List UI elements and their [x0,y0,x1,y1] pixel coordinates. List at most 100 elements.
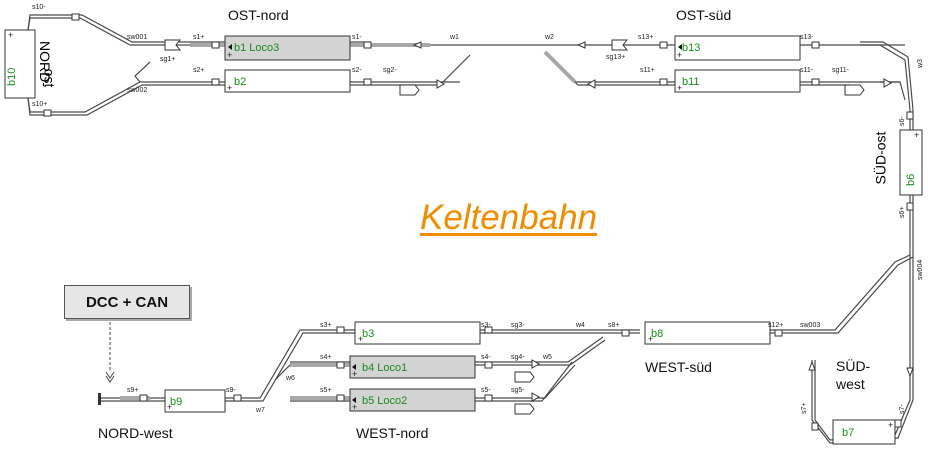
sensor-label: sg4- [511,354,525,361]
switch-label: w2 [544,34,554,41]
sensor-label: s3- [481,322,491,329]
area-label-nord-west: NORD-west [98,425,173,441]
sensor-label: s2+ [193,67,204,74]
sensor-label: s2- [352,67,362,74]
block-b5[interactable] [349,388,476,412]
block-b6[interactable] [899,129,923,196]
sensor-label: sg13+ [606,54,625,61]
area-label-nord-ost-2: ost [41,69,57,88]
plus-marker: + [352,402,357,412]
sensor-label: s7- [899,404,906,414]
block-label-b11: b11 [682,76,700,88]
sensor-label: s1- [352,34,362,41]
sensor-label: s9+ [127,387,138,394]
block-b10[interactable] [4,29,36,99]
layout-title: Keltenbahn [420,198,598,237]
dcc-can-box[interactable]: DCC + CAN [64,285,190,319]
plus-marker: + [648,334,653,344]
signal-icon [164,39,182,51]
track-sw002-branch [134,61,151,83]
signal-icon [808,360,816,371]
sensor-label: sg5- [511,387,525,394]
area-label-ost-nord: OST-nord [228,7,289,23]
plus-marker: + [888,420,893,430]
block-label-b10: b10 [6,68,18,86]
signal-icon [399,84,420,96]
area-label-sued-ost: SÜD-ost [872,132,888,185]
block-b7[interactable] [832,419,896,445]
block-label-b4: b4 Loco1 [362,362,407,374]
block-b9[interactable] [164,389,226,413]
direction-arrow-icon [352,364,356,370]
plus-marker: + [8,30,13,40]
signal-icon [576,41,586,49]
sensor-label: s10+ [32,101,47,108]
signal-icon [514,403,535,415]
sensor-label: s10- [32,4,46,11]
sensor-label: s7+ [801,403,808,414]
sensor-label: s4- [481,354,491,361]
block-b11[interactable] [674,69,801,93]
block-label-b5: b5 Loco2 [362,395,407,407]
area-label-west-sued: WEST-süd [645,359,712,375]
area-label-west-nord: WEST-nord [356,425,429,441]
track-top-outer-b [27,14,370,43]
block-b2[interactable] [224,69,351,93]
plus-marker: + [227,50,232,60]
direction-arrow-icon [678,44,682,50]
sensor-label: s11+ [640,67,655,74]
block-label-b3: b3 [362,328,374,340]
sensor-label: s9- [226,387,236,394]
sensor-label: sg11- [832,67,850,74]
plus-marker: + [352,369,357,379]
track-sw004-branch-b [770,256,914,334]
area-label-sued-west-2: west [836,376,865,392]
area-label-sued-west-1: SÜD- [836,358,871,374]
plus-marker: + [914,130,919,140]
block-label-b2: b2 [234,76,246,88]
block-label-b9: b9 [170,396,182,408]
occupied-w2 [543,50,577,84]
block-b1[interactable] [224,35,351,61]
switch-label: sw004 [917,260,924,280]
signal-icon [514,371,535,383]
switch-label: w3 [917,59,924,69]
direction-arrow-icon [352,397,356,403]
switch-label: w5 [542,354,552,361]
plus-marker: + [358,334,363,344]
block-b8[interactable] [644,321,771,345]
switch-label: w1 [449,34,459,41]
sensor-label: s12+ [768,322,783,329]
block-label-b8: b8 [651,328,663,340]
buffer-stop-icon [98,393,101,405]
sensor-label: s3+ [320,322,331,329]
sensor-label: sg3- [511,322,525,329]
signal-icon [586,79,596,89]
signal-icon [611,39,629,51]
block-b4[interactable] [349,355,476,379]
switch-label: w6 [285,375,295,382]
block-label-b1: b1 Loco3 [234,42,279,54]
area-label-sued-ost-text: SÜD-ost [872,131,889,185]
area-label-nord-ost-line2: ost [41,68,58,88]
track-south-east [829,195,911,441]
sensor-label: s4+ [320,354,331,361]
block-b3[interactable] [354,321,481,345]
sensor-label: s6+ [899,207,906,218]
track-w1-branch [439,54,471,86]
signal-icon [531,359,541,369]
switch-label: w7 [255,407,265,414]
signal-icon [412,41,422,49]
signal-icon [883,78,893,88]
block-b13[interactable] [674,35,801,61]
sensor-label: s5- [481,387,491,394]
area-label-ost-sued: OST-süd [676,7,732,23]
sensor-label: s13- [800,34,814,41]
block-label-b13: b13 [682,42,700,54]
plus-marker: + [227,83,232,93]
block-label-b6: b6 [905,174,917,186]
block-label-b7: b7 [842,427,854,439]
plus-marker: + [167,402,172,412]
signal-icon [436,79,446,89]
